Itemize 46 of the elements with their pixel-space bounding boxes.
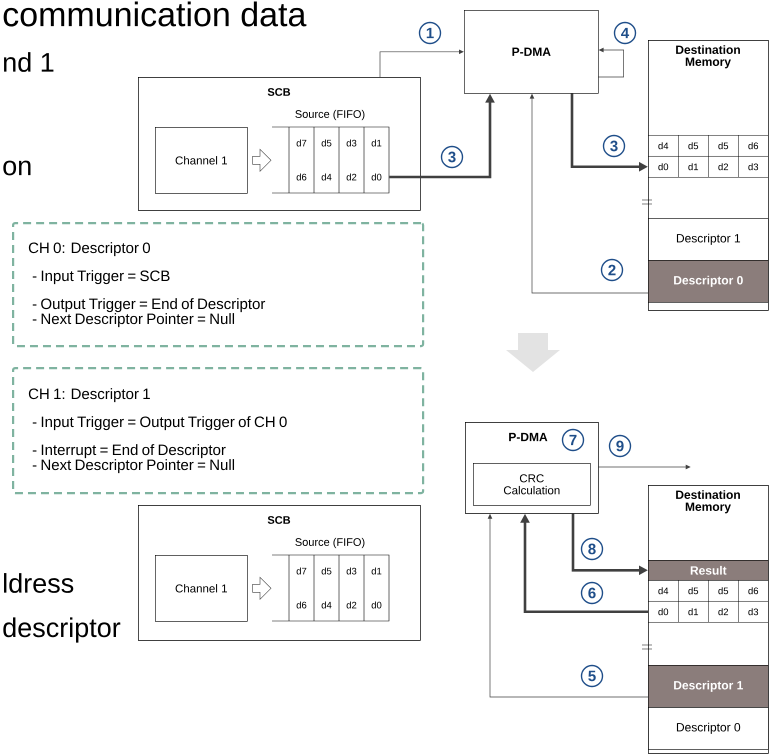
memory-cell: d2 <box>708 156 738 178</box>
slide-text: ldress <box>4 573 74 593</box>
descriptor-row: Descriptor 0 <box>648 707 769 750</box>
fifo-buffer: Source (FIFO) d7 d5 d3 d1 d6 d4 d2 d0 <box>272 538 390 622</box>
memory-cell: d2 <box>708 601 738 622</box>
memory-cell: d4 <box>648 580 678 602</box>
descriptor-row: Descriptor 1 <box>648 665 769 708</box>
crc-box: CRC Calculation <box>473 463 591 506</box>
memory-cell: d6 <box>738 580 768 602</box>
callout-number: 1 <box>418 22 442 44</box>
callout-number: 6 <box>580 582 604 604</box>
slide-text: on <box>3 160 30 176</box>
memory-cell: d5 <box>708 580 738 602</box>
callout-number: 3 <box>602 134 626 158</box>
descriptor-config-box: CH 0: Descriptor 0 - Input Trigger = SCB - Output Trigger = End of Descriptor - Next Descriptor Pointer = Null <box>12 222 424 348</box>
memory-cell: d5 <box>678 135 708 156</box>
dma-box: P-DMA <box>464 10 599 94</box>
channel-box: Channel 1 <box>155 555 248 622</box>
memory-cell: d1 <box>678 156 708 178</box>
memory-cell: d5 <box>708 135 738 156</box>
callout-number: 5 <box>580 664 604 688</box>
memory-cell: d3 <box>738 156 768 178</box>
memory-cell: d1 <box>678 601 708 622</box>
slide-text: communication data <box>4 2 306 26</box>
slide-text: descriptor <box>3 617 120 643</box>
memory-cell: d3 <box>738 601 768 622</box>
callout-number: 8 <box>580 538 604 560</box>
memory-cell: d6 <box>738 135 768 156</box>
arrow <box>598 48 624 78</box>
block-arrow <box>252 148 272 172</box>
result-row: Result <box>648 560 769 581</box>
slide-text: nd 1 <box>4 52 54 72</box>
memory-cell: d0 <box>648 601 678 622</box>
callout-number: 4 <box>614 22 636 44</box>
block-arrow <box>252 576 272 600</box>
callout-number: 7 <box>562 428 584 452</box>
memory-cell: d4 <box>648 135 678 156</box>
memory-cell: d5 <box>678 580 708 602</box>
descriptor-config-box: CH 1: Descriptor 1 - Input Trigger = Output Trigger of CH 0 - Interrupt = End of Descriptor - Next Descriptor Pointer = Null <box>12 367 424 494</box>
channel-box: Channel 1 <box>155 127 248 194</box>
memory-cell: d0 <box>648 156 678 178</box>
callout-number: 2 <box>600 258 624 282</box>
callout-number: 9 <box>608 434 632 458</box>
fifo-buffer: Source (FIFO) d7 d5 d3 d1 d6 d4 d2 d0 <box>272 110 390 194</box>
callout-number: 3 <box>440 146 464 168</box>
descriptor-row: Descriptor 0 <box>648 260 769 303</box>
